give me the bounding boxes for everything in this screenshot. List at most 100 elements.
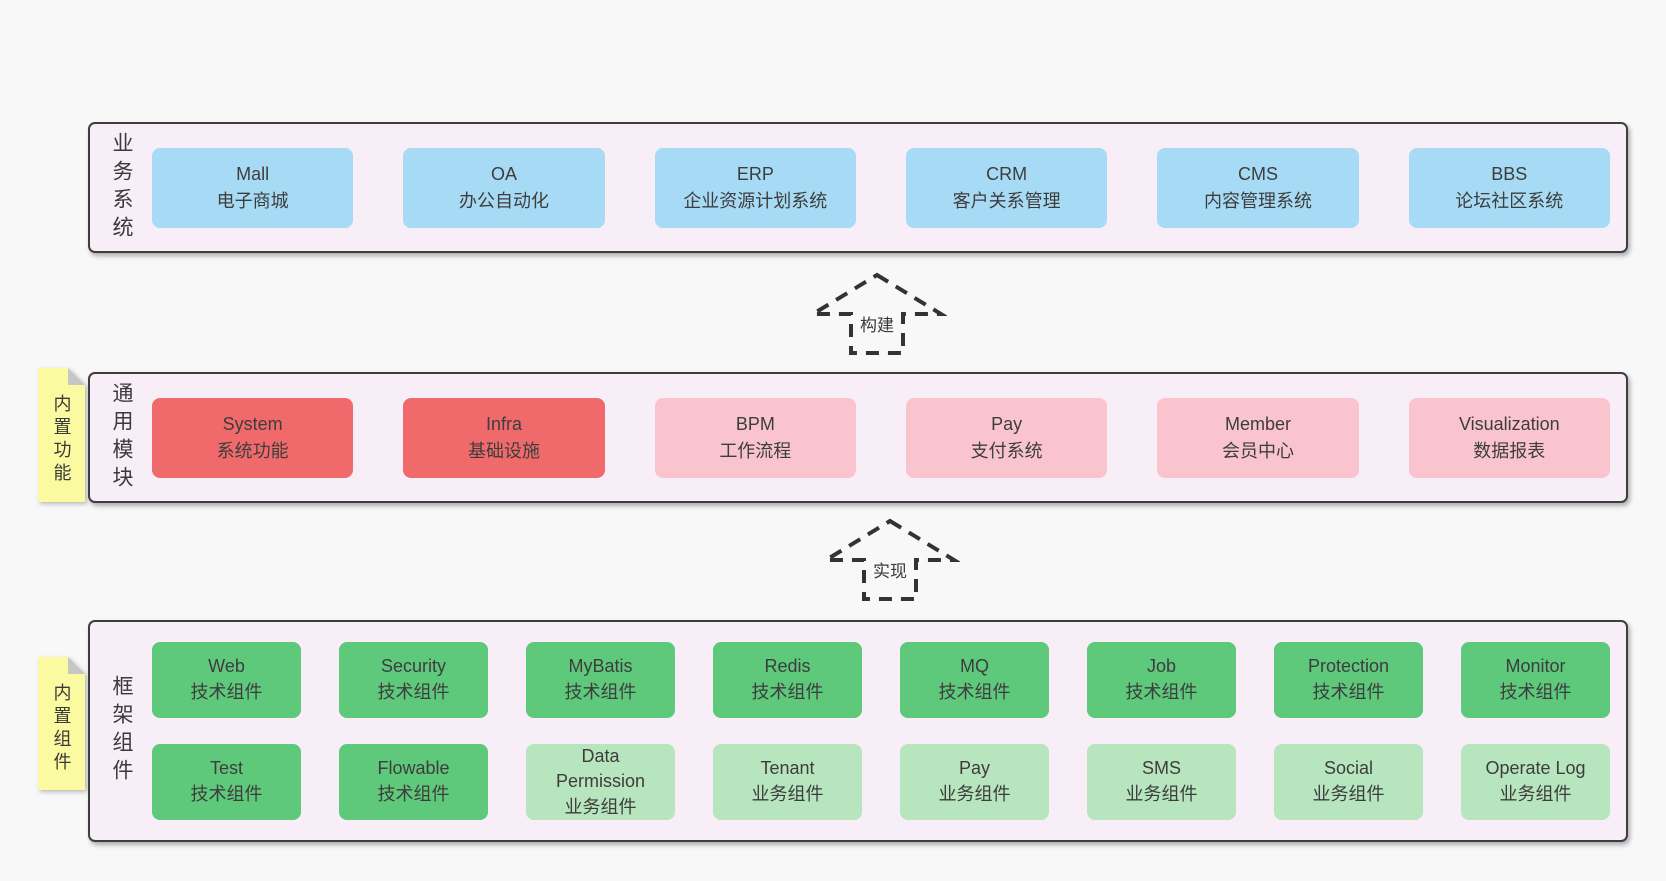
box-job: Job 技术组件 — [1087, 642, 1236, 718]
box-subtitle: 技术组件 — [377, 682, 450, 702]
box-system: System 系统功能 — [152, 397, 354, 478]
box-title: ERP — [736, 163, 774, 184]
box-member: Member 会员中心 — [1157, 397, 1359, 478]
layer-label-text: 业务系统 — [110, 131, 133, 244]
box-tenant: Tenant 业务组件 — [713, 744, 862, 820]
box-subtitle: 基础设施 — [467, 440, 540, 461]
box-title: SMS — [1141, 758, 1181, 779]
note-fold-corner — [68, 657, 85, 674]
box-pay-system: Pay 支付系统 — [905, 397, 1108, 478]
box-title: Web — [208, 656, 245, 677]
box-cms: CMS 内容管理系统 — [1157, 147, 1359, 228]
box-title: Protection — [1307, 656, 1390, 677]
sticky-note: 内置组件 — [38, 657, 85, 790]
box-subtitle: 办公自动化 — [458, 190, 549, 211]
box-subtitle: 技术组件 — [1125, 682, 1198, 702]
layer-business-systems: 业务系统 Mall 电子商城 OA 办公自动化 ERP 企业资源计划系统 CRM — [88, 122, 1628, 253]
box-mall: Mall 电子商城 — [152, 147, 354, 228]
box-subtitle: 业务组件 — [751, 784, 824, 804]
box-title: System — [222, 413, 283, 434]
box-subtitle: 技术组件 — [1312, 682, 1385, 702]
box-subtitle: 业务组件 — [1499, 784, 1572, 804]
box-title: CRM — [986, 163, 1028, 184]
box-title: BPM — [735, 413, 775, 434]
box-bpm: BPM 工作流程 — [654, 397, 856, 478]
box-title: Member — [1224, 413, 1291, 434]
box-operate-log: Operate Log 业务组件 — [1461, 744, 1610, 820]
layer-label-modules: 通用模块 — [90, 374, 152, 501]
box-title: CMS — [1237, 163, 1278, 184]
box-social: Social 业务组件 — [1274, 744, 1423, 820]
layer-business-content: Mall 电子商城 OA 办公自动化 ERP 企业资源计划系统 CRM 客户关系… — [152, 124, 1626, 251]
box-title: Security — [380, 656, 447, 677]
box-redis: Redis 技术组件 — [713, 642, 862, 718]
box-monitor: Monitor 技术组件 — [1461, 642, 1610, 718]
box-subtitle: 工作流程 — [719, 440, 792, 461]
box-subtitle: 业务组件 — [1125, 784, 1198, 804]
sticky-note-builtin-features: 内置功能 — [38, 368, 85, 502]
box-subtitle: 客户关系管理 — [952, 190, 1061, 211]
box-row: Mall 电子商城 OA 办公自动化 ERP 企业资源计划系统 CRM 客户关系… — [152, 147, 1610, 228]
box-subtitle: 技术组件 — [751, 682, 824, 702]
box-title: Infra — [485, 413, 522, 434]
box-row: System 系统功能 Infra 基础设施 BPM 工作流程 Pay 支付系统… — [152, 397, 1610, 478]
box-title: Pay — [958, 758, 991, 779]
layer-framework-components: 框架组件 Web 技术组件 Security 技术组件 MyBatis 技术组件… — [88, 620, 1628, 842]
arrow-label: 实现 — [870, 556, 910, 583]
box-title: Test — [209, 758, 243, 779]
box-security: Security 技术组件 — [339, 642, 488, 718]
box-subtitle: 业务组件 — [938, 784, 1011, 804]
note-fold-corner — [68, 368, 85, 385]
box-oa: OA 办公自动化 — [403, 147, 605, 228]
box-title: BBS — [1491, 163, 1528, 184]
box-erp: ERP 企业资源计划系统 — [654, 147, 856, 228]
box-mq: MQ 技术组件 — [900, 642, 1049, 718]
box-subtitle: 数据报表 — [1473, 440, 1546, 461]
layer-label-business: 业务系统 — [90, 124, 152, 251]
box-test: Test 技术组件 — [152, 744, 301, 820]
box-title: OA — [490, 163, 517, 184]
box-title: Operate Log — [1485, 758, 1586, 779]
up-arrow-icon — [820, 518, 960, 601]
layer-label-text: 框架组件 — [110, 675, 133, 787]
box-subtitle: 技术组件 — [190, 682, 263, 702]
box-title: Social — [1323, 758, 1374, 779]
box-title: Tenant — [760, 758, 815, 779]
sticky-note-text: 内置组件 — [51, 682, 72, 775]
box-subtitle: 技术组件 — [938, 682, 1011, 702]
sticky-note-text: 内置功能 — [51, 394, 72, 486]
box-subtitle: 支付系统 — [970, 440, 1043, 461]
box-title: Job — [1146, 656, 1177, 677]
box-subtitle: 系统功能 — [216, 440, 289, 461]
box-data-permission: Data Permission 业务组件 — [526, 744, 675, 820]
up-arrow-icon — [807, 272, 947, 355]
layer-common-modules: 通用模块 System 系统功能 Infra 基础设施 BPM 工作流程 Pay — [88, 372, 1628, 503]
box-subtitle: 技术组件 — [377, 784, 450, 804]
layer-label-components: 框架组件 — [90, 622, 152, 840]
layer-modules-content: System 系统功能 Infra 基础设施 BPM 工作流程 Pay 支付系统… — [152, 374, 1626, 501]
sticky-note: 内置功能 — [38, 368, 85, 502]
box-title: Mall — [236, 163, 270, 184]
layer-components-content: Web 技术组件 Security 技术组件 MyBatis 技术组件 Redi… — [152, 622, 1626, 840]
box-subtitle: 技术组件 — [1499, 682, 1572, 702]
box-row-tech: Web 技术组件 Security 技术组件 MyBatis 技术组件 Redi… — [152, 642, 1610, 718]
box-title: Pay — [991, 413, 1023, 434]
box-pay-component: Pay 业务组件 — [900, 744, 1049, 820]
box-subtitle: 会员中心 — [1221, 440, 1294, 461]
box-title: Monitor — [1505, 656, 1566, 677]
box-title: MQ — [960, 656, 989, 677]
dashed-up-arrow-build: 构建 — [807, 272, 947, 356]
box-subtitle: 业务组件 — [564, 796, 637, 817]
box-sms: SMS 业务组件 — [1087, 744, 1236, 820]
box-title: Flowable — [377, 758, 450, 779]
arrow-label: 构建 — [857, 310, 897, 337]
box-row-business: Test 技术组件 Flowable 技术组件 Data Permission … — [152, 744, 1610, 820]
box-flowable: Flowable 技术组件 — [339, 744, 488, 820]
box-subtitle: 论坛社区系统 — [1455, 190, 1564, 211]
box-subtitle: 企业资源计划系统 — [683, 190, 828, 211]
box-subtitle: 内容管理系统 — [1203, 190, 1312, 211]
sticky-note-builtin-components: 内置组件 — [38, 657, 85, 790]
box-subtitle: 技术组件 — [190, 784, 263, 804]
layer-label-text: 通用模块 — [110, 381, 133, 494]
